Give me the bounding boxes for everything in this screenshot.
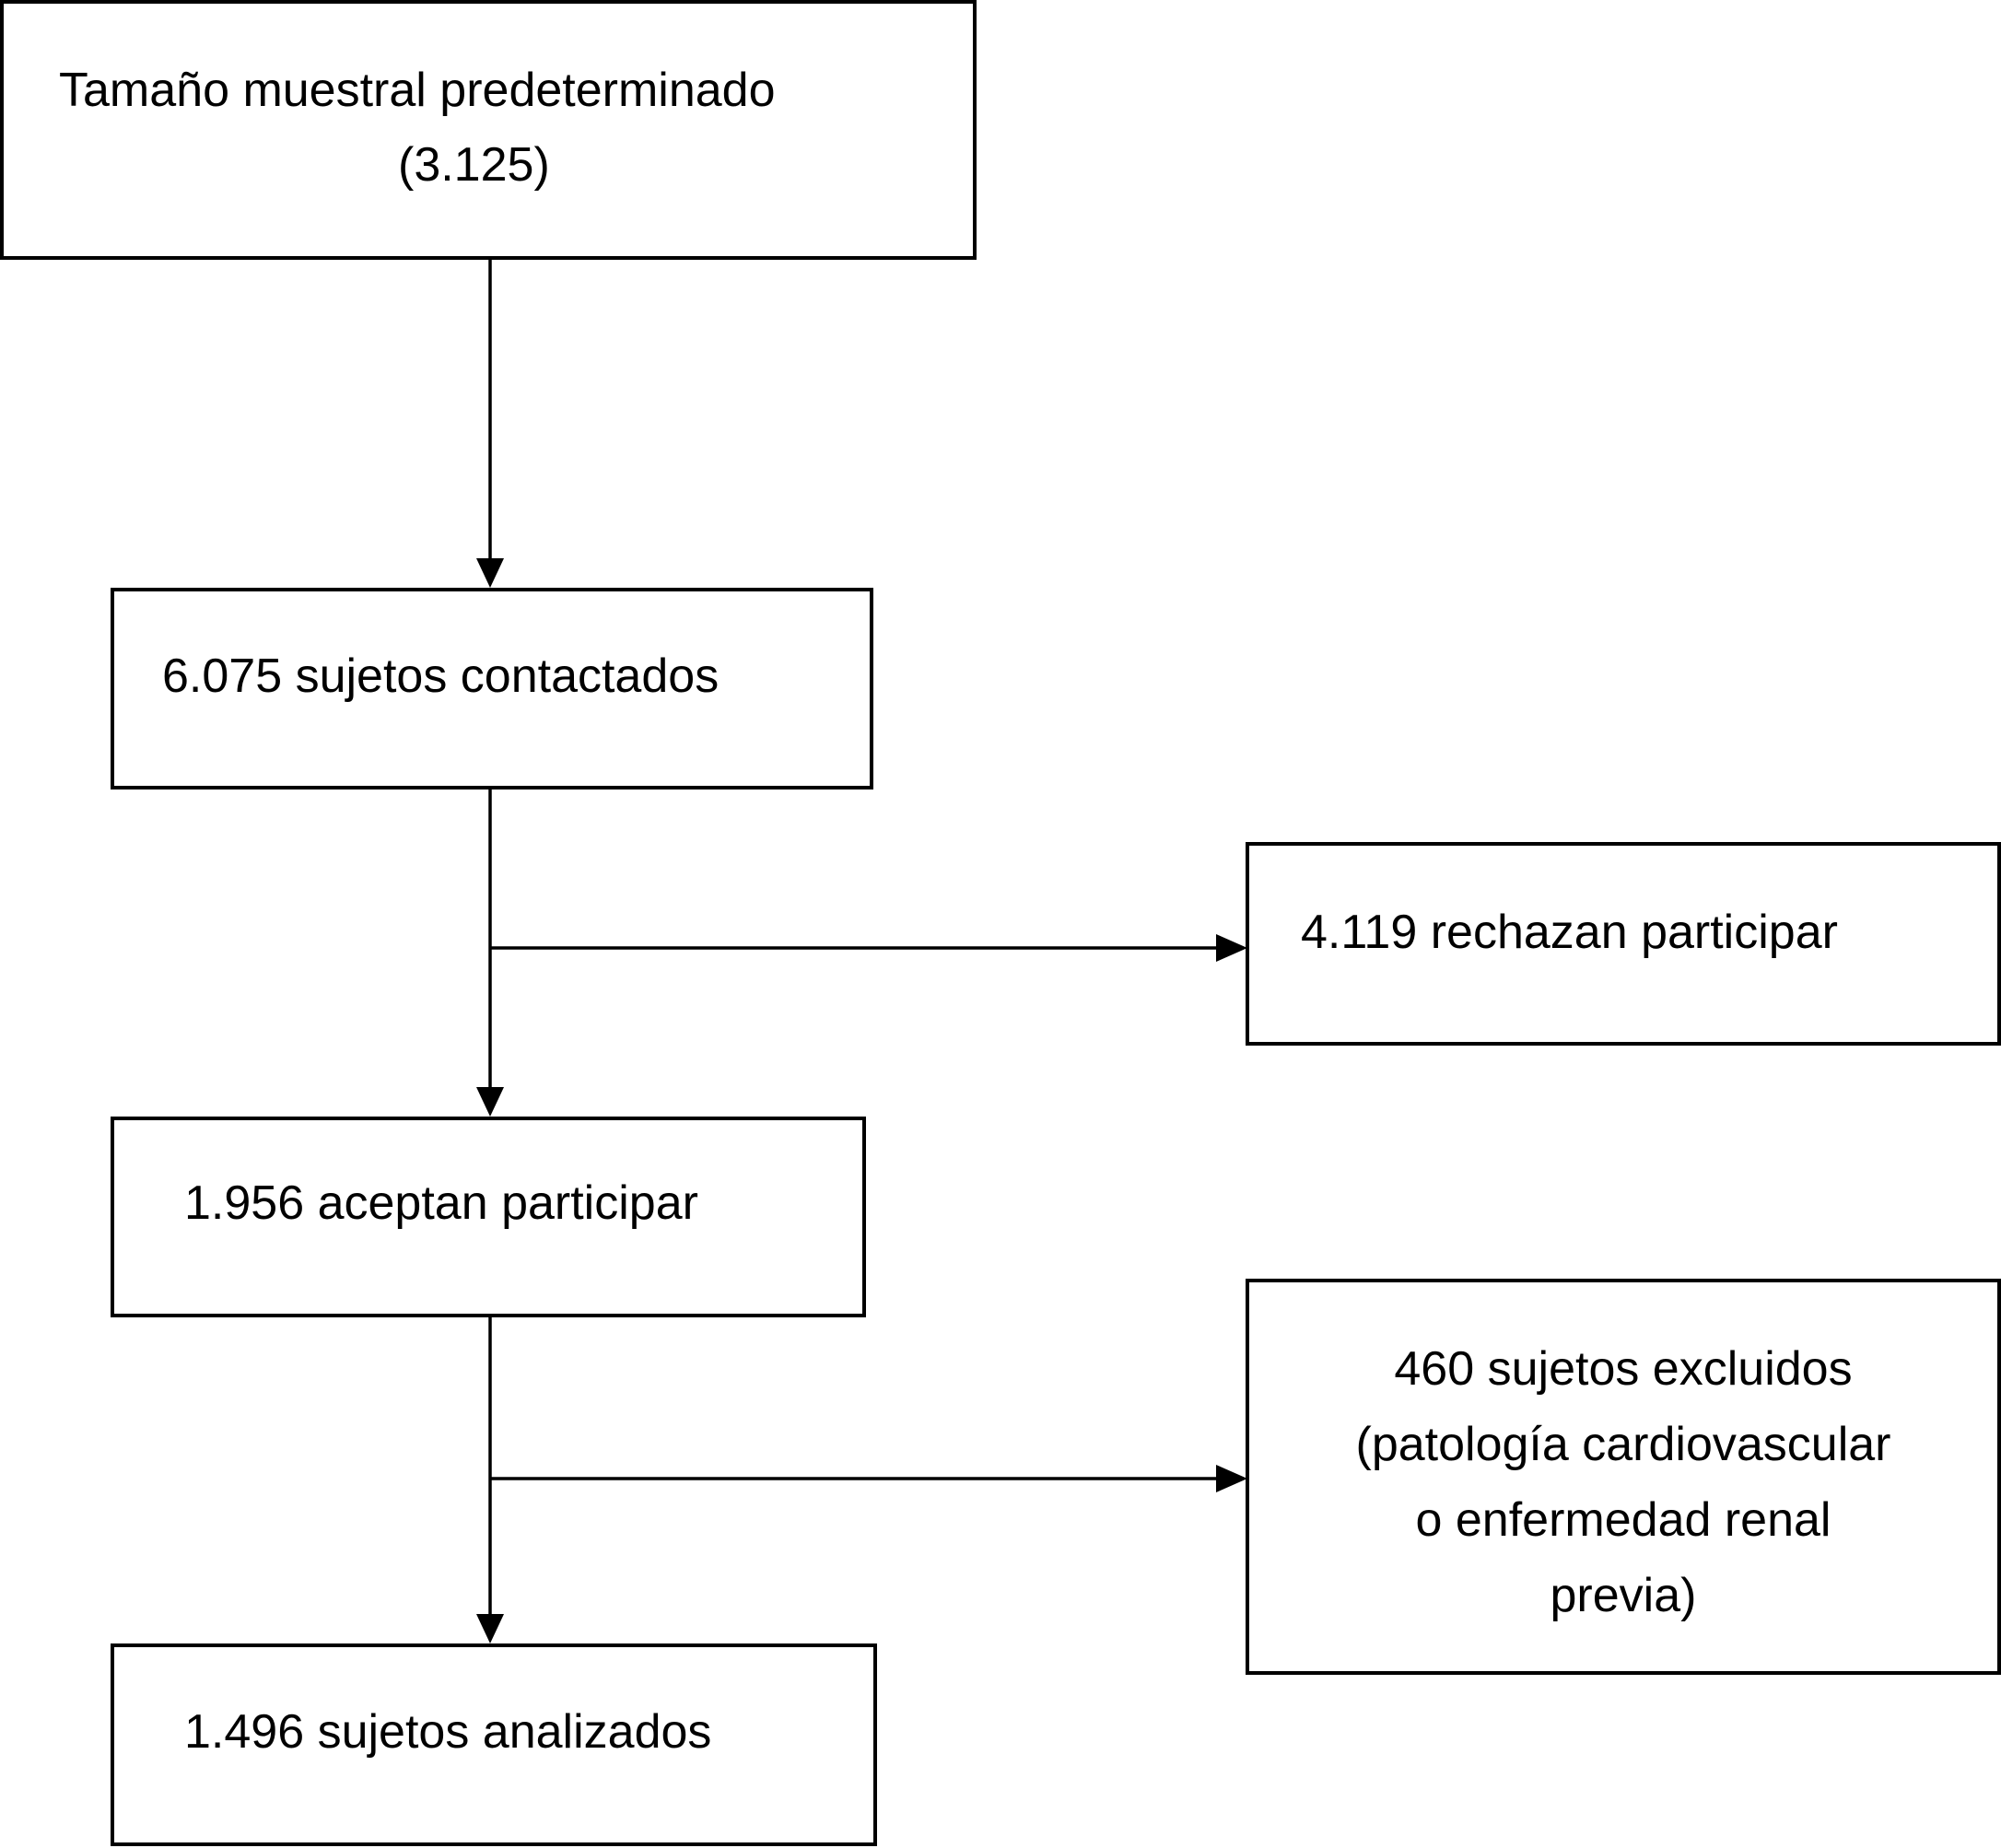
sample-size-value: (3.125) <box>398 138 550 192</box>
excluded-label: 460 sujetos excluidos <box>1394 1342 1853 1396</box>
box-contacted: 6.075 sujetos contactados <box>111 588 873 789</box>
box-excluded: 460 sujetos excluidos (patología cardiov… <box>1246 1279 2001 1675</box>
arrowhead-right-icon <box>1216 1465 1247 1492</box>
contacted-label: 6.075 sujetos contactados <box>162 649 720 703</box>
sample-size-label: Tamaño muestral predeterminado <box>59 64 776 117</box>
refused-label: 4.119 rechazan participar <box>1301 906 1838 959</box>
arrowhead-down-icon <box>476 1614 504 1643</box>
arrowhead-down-icon <box>476 558 504 588</box>
excluded-reason-line-2: o enfermedad renal <box>1415 1493 1831 1547</box>
arrowhead-down-icon <box>476 1087 504 1117</box>
box-sample-size: Tamaño muestral predeterminado (3.125) <box>0 0 977 260</box>
box-analyzed: 1.496 sujetos analizados <box>111 1643 877 1846</box>
analyzed-label: 1.496 sujetos analizados <box>184 1705 712 1759</box>
box-accepted: 1.956 aceptan participar <box>111 1117 866 1317</box>
box-refused: 4.119 rechazan participar <box>1246 842 2001 1046</box>
arrowhead-right-icon <box>1216 934 1247 962</box>
excluded-reason-line-3: previa) <box>1550 1569 1697 1622</box>
accepted-label: 1.956 aceptan participar <box>184 1176 698 1230</box>
excluded-reason-line-1: (patología cardiovascular <box>1355 1418 1891 1471</box>
